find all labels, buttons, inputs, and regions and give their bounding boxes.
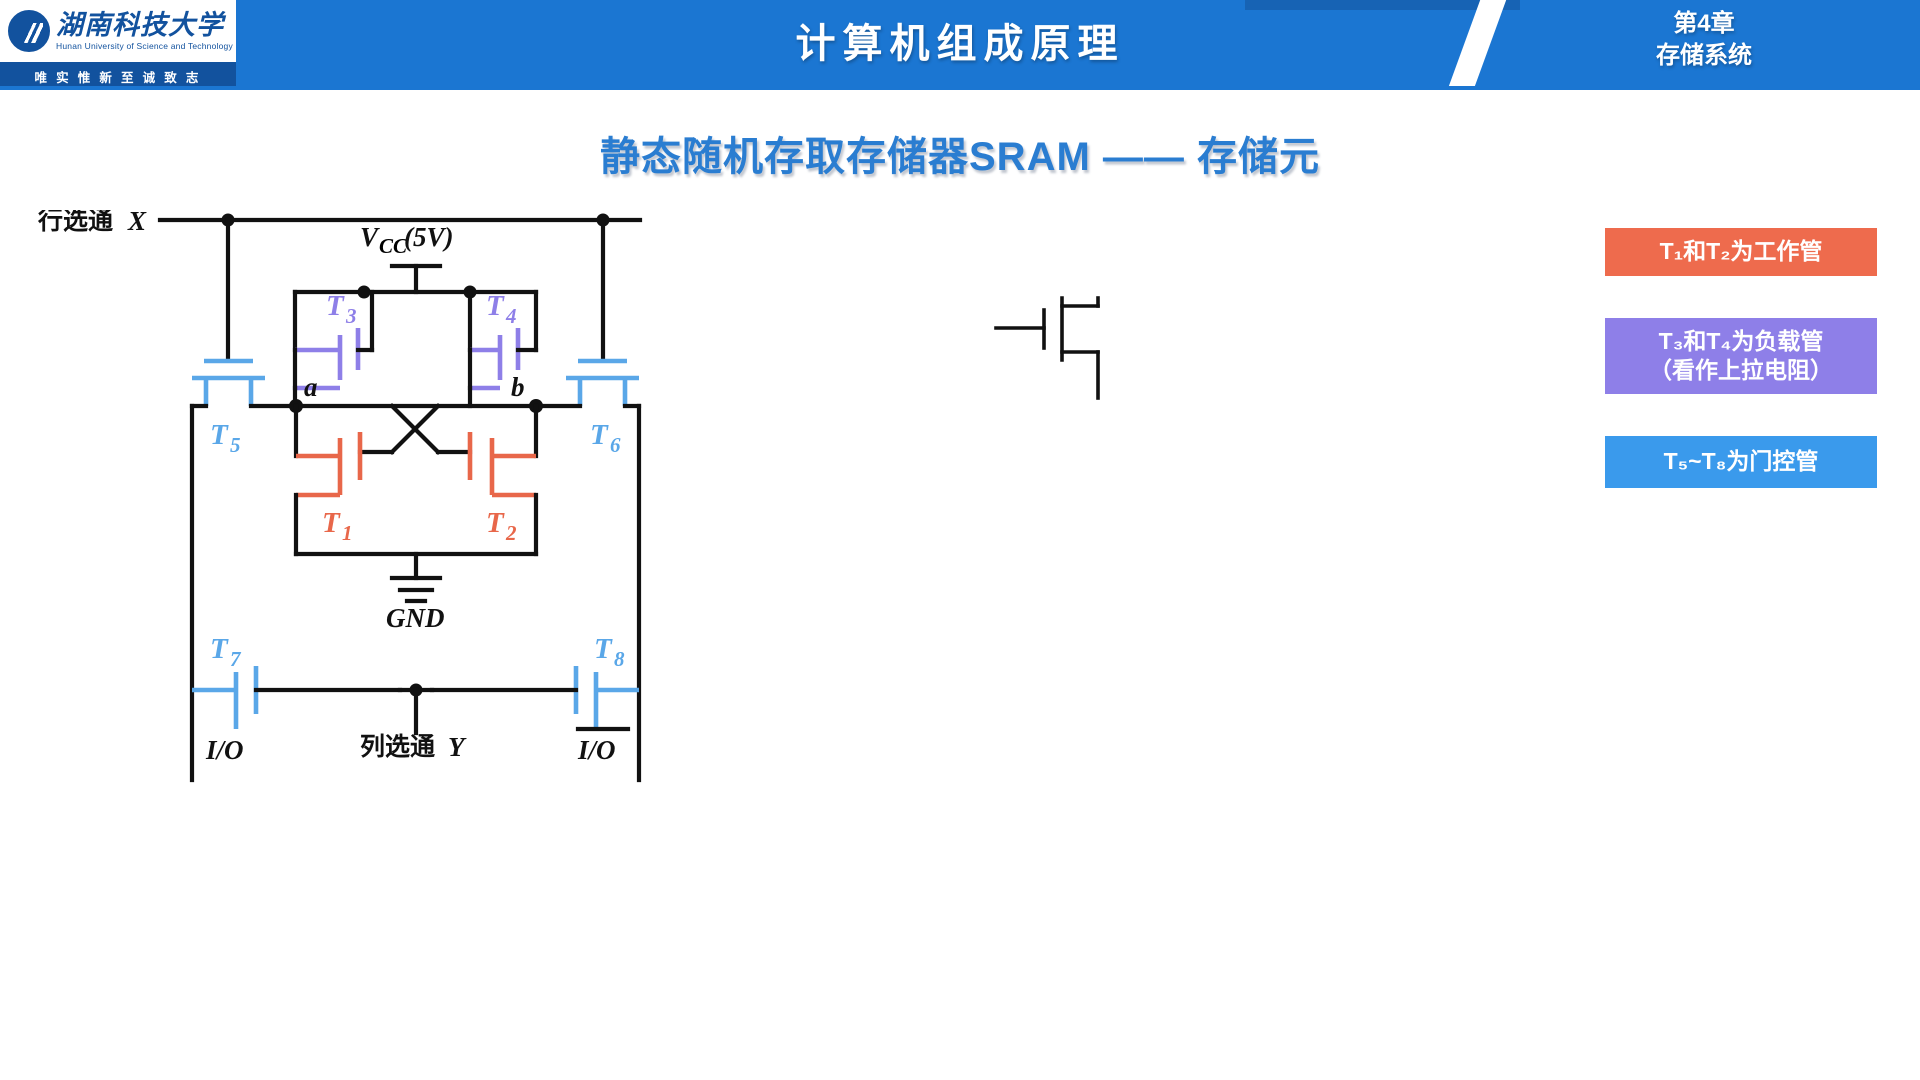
vcc-rail	[292, 263, 539, 299]
logo-main: 湖南科技大学 Hunan University of Science and T…	[0, 0, 236, 62]
row-select-label: 行选通	[37, 210, 113, 235]
badge-working-line1: T₁和T₂为工作管	[1659, 238, 1823, 265]
header-dark-strip	[1245, 0, 1520, 10]
sram-cell-circuit-diagram: .w { stroke:#111; stroke-width:4.2; fill…	[37, 210, 643, 783]
university-logo: 湖南科技大学 Hunan University of Science and T…	[0, 0, 236, 90]
university-emblem-icon	[8, 10, 50, 52]
transistor-T5: T 5	[189, 217, 299, 457]
transistor-T8-label: T	[594, 633, 613, 665]
badge-gate-line1: T₅~T₈为门控管	[1663, 448, 1819, 475]
transistor-T5-sub: 5	[230, 433, 241, 457]
badge-working-transistors: T₁和T₂为工作管	[1605, 228, 1877, 276]
header-bottom-rule	[0, 86, 1920, 90]
transistor-T7-label: T	[210, 633, 229, 665]
app-header: 湖南科技大学 Hunan University of Science and T…	[0, 0, 1920, 90]
course-title: 计算机组成原理	[795, 22, 1125, 66]
chapter-name: 存储系统	[1656, 41, 1752, 69]
page-title: 静态随机存取存储器SRAM —— 存储元	[600, 135, 1320, 179]
transistor-T2-sub: 2	[505, 521, 517, 545]
transistor-T6-label: T	[590, 419, 609, 451]
badge-load-line2: （看作上拉电阻）	[1649, 357, 1833, 383]
transistor-T6: T 6	[533, 217, 642, 457]
node-b-label: b	[511, 372, 525, 402]
chapter-label: 第4章 存储系统	[1554, 8, 1854, 71]
transistor-T8: T 8	[397, 633, 639, 729]
transistor-T3: T 3	[292, 289, 375, 391]
row-select-wire	[157, 213, 643, 227]
column-select-label: 列选通	[360, 733, 435, 761]
io-bar-label: I/O	[577, 735, 616, 765]
transistor-T1: T 1	[293, 403, 363, 557]
cross-coupled-nodes	[289, 385, 543, 455]
transistor-T5-label: T	[210, 419, 229, 451]
gnd-label: GND	[386, 603, 445, 633]
transistor-T3-sub: 3	[345, 304, 357, 328]
vcc-label: V	[360, 222, 380, 252]
gnd-symbol	[293, 551, 539, 604]
badge-load-transistors: T₃和T₄为负载管 （看作上拉电阻）	[1605, 318, 1877, 394]
transistor-T2: T 2	[467, 403, 539, 557]
mosfet-symbol-icon	[994, 296, 1100, 400]
io-label: I/O	[205, 735, 244, 765]
transistor-T8-sub: 8	[614, 647, 625, 671]
chapter-number: 第4章	[1673, 10, 1735, 37]
transistor-T2-label: T	[486, 507, 505, 539]
node-a-label: a	[304, 372, 318, 402]
transistor-T7: T 7	[192, 633, 403, 729]
university-motto: 唯 实 惟 新 至 诚 致 志	[0, 62, 236, 90]
badge-gate-transistors: T₅~T₈为门控管	[1605, 436, 1877, 488]
transistor-T4: T 4	[467, 289, 539, 391]
transistor-T4-sub: 4	[505, 304, 517, 328]
transistor-T1-sub: 1	[342, 521, 353, 545]
transistor-T4-label: T	[486, 290, 505, 322]
vcc-sub: CC	[379, 234, 408, 258]
transistor-T6-sub: 6	[610, 433, 621, 457]
row-select-variable: X	[127, 210, 147, 236]
logo-text-group: 湖南科技大学 Hunan University of Science and T…	[56, 10, 233, 51]
io-bar-group: I/O	[575, 726, 631, 765]
column-select-variable: Y	[448, 732, 467, 762]
transistor-T1-label: T	[322, 507, 341, 539]
university-name-en: Hunan University of Science and Technolo…	[56, 40, 233, 51]
badge-load-line1: T₃和T₄为负载管	[1658, 327, 1824, 354]
transistor-T3-label: T	[326, 290, 345, 322]
vcc-value: (5V)	[404, 222, 454, 252]
university-name-cn: 湖南科技大学	[56, 10, 224, 41]
transistor-T7-sub: 7	[230, 647, 242, 671]
